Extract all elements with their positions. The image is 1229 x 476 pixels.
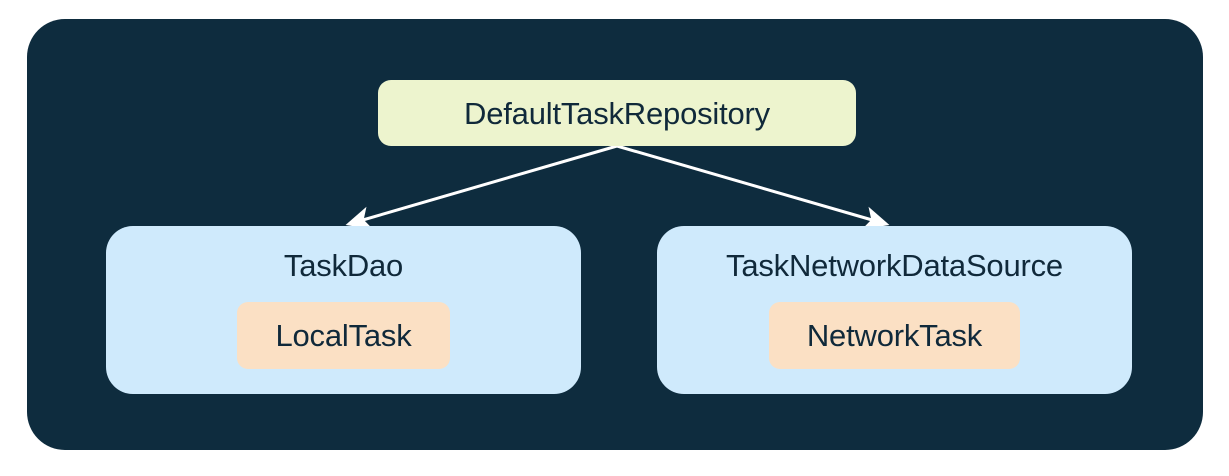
- node-task-dao[interactable]: TaskDao LocalTask: [106, 226, 581, 394]
- node-default-task-repository[interactable]: DefaultTaskRepository: [378, 80, 856, 146]
- model-badge-local-task[interactable]: LocalTask: [237, 302, 450, 369]
- node-title: DefaultTaskRepository: [464, 95, 770, 131]
- node-task-network-data-source[interactable]: TaskNetworkDataSource NetworkTask: [657, 226, 1132, 394]
- node-title: TaskDao: [283, 248, 404, 283]
- node-title: TaskNetworkDataSource: [726, 248, 1063, 283]
- model-badge-network-task[interactable]: NetworkTask: [768, 302, 1021, 369]
